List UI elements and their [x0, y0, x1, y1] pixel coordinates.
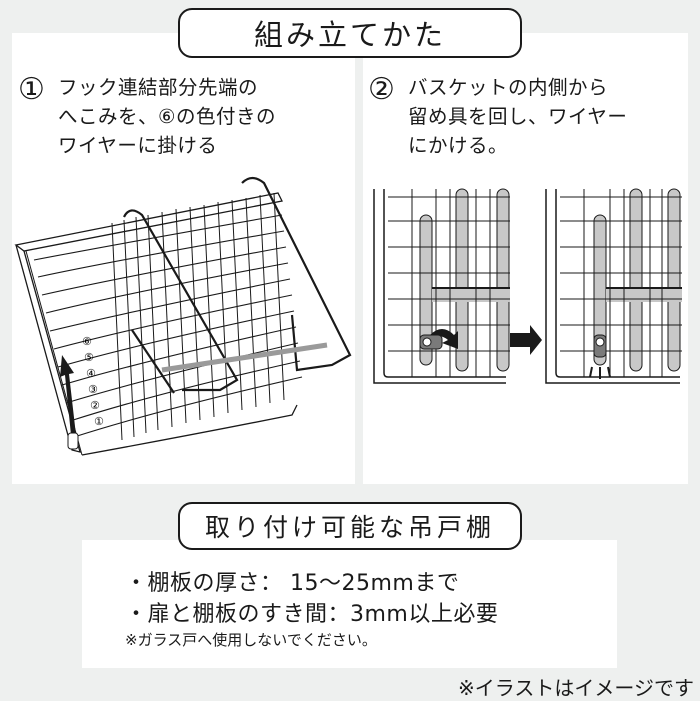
spec-shelf-thickness: ・棚板の厚さ： 15〜25mmまで — [125, 571, 460, 596]
compatibility-panel — [82, 540, 617, 668]
basket-illustration: ⑥ ⑤ ④ ③ ② ① — [14, 176, 352, 456]
grid-before — [388, 188, 510, 377]
step-1: ① フック連結部分先端の へこみを、⑥の色付きの ワイヤーに掛ける — [18, 73, 276, 160]
step-1-text: フック連結部分先端の へこみを、⑥の色付きの ワイヤーに掛ける — [58, 76, 276, 157]
step-2-text: バスケットの内側から 留め具を回し、ワイヤー にかける。 — [408, 76, 628, 157]
svg-text:⑥: ⑥ — [82, 335, 92, 348]
glass-door-warning: ※ガラス戸へ使用しないでください。 — [125, 631, 377, 649]
svg-text:③: ③ — [88, 383, 98, 396]
svg-text:②: ② — [90, 399, 100, 412]
step-2: ② バスケットの内側から 留め具を回し、ワイヤー にかける。 — [368, 73, 627, 160]
clip-illustration — [373, 188, 682, 384]
compatibility-title: 取り付け可能な吊戸棚 — [178, 502, 522, 550]
svg-text:⑤: ⑤ — [84, 351, 94, 364]
step-2-number: ② — [368, 72, 395, 107]
illustration-footnote: ※イラストはイメージです — [458, 676, 694, 700]
grid-after — [560, 188, 682, 379]
arrow-right-icon — [510, 325, 542, 355]
svg-text:①: ① — [94, 415, 104, 428]
page-title: 組み立てかた — [178, 8, 522, 58]
arrow-up-icon — [60, 355, 76, 435]
spec-door-gap: ・扉と棚板のすき間：3mm以上必要 — [125, 602, 499, 627]
rotate-clockwise-icon — [419, 329, 458, 350]
compatibility-title-text: 取り付け可能な吊戸棚 — [204, 513, 495, 542]
step-1-number: ① — [18, 72, 45, 107]
svg-text:④: ④ — [86, 367, 96, 380]
page-title-text: 組み立てかた — [253, 18, 446, 52]
